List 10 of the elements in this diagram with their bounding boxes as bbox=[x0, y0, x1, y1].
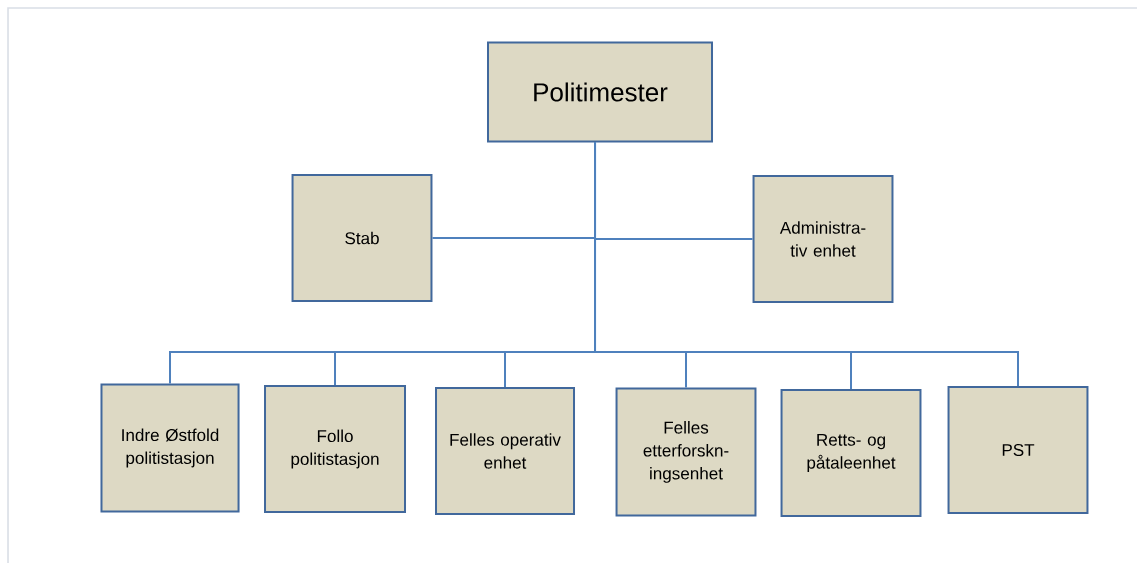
org-box: Indre Østfold politistasjon bbox=[100, 383, 240, 513]
connector-line bbox=[594, 141, 1019, 387]
org-box: Felles operativ enhet bbox=[435, 387, 575, 515]
org-box: PST bbox=[947, 386, 1089, 514]
org-box: Administra- tiv enhet bbox=[752, 175, 894, 303]
org-box: Follo politistasjon bbox=[264, 385, 406, 513]
org-box: Retts- og påtaleenhet bbox=[780, 389, 922, 517]
org-box: Stab bbox=[291, 174, 433, 302]
org-box: Politimester bbox=[487, 41, 713, 143]
org-box: Felles etterforskn- ingsenhet bbox=[615, 387, 757, 517]
